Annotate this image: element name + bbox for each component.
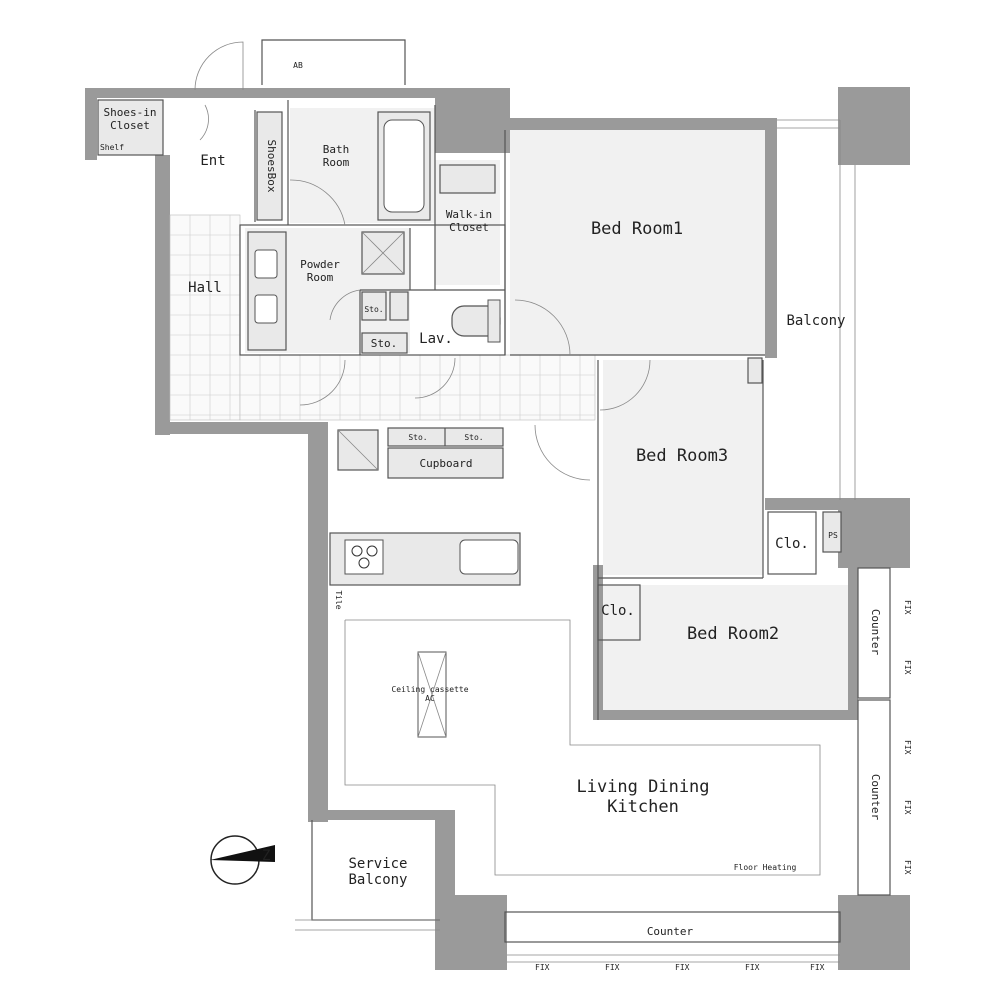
exterior-walls bbox=[85, 87, 910, 970]
column-mid-right bbox=[838, 498, 910, 568]
sto-boxes bbox=[361, 291, 842, 553]
label-fix-bottom-5: FIX bbox=[810, 963, 825, 972]
cupboard-cabinet bbox=[387, 427, 504, 479]
floor-areas bbox=[245, 108, 848, 710]
bed-room-2-floor bbox=[603, 585, 848, 710]
shoes-box-cabinet bbox=[256, 111, 283, 221]
column-bottom-right bbox=[838, 895, 910, 970]
label-counter-upper: Counter bbox=[869, 609, 882, 656]
label-shoes-box: ShoesBox bbox=[265, 140, 278, 193]
label-bed-room-2: Bed Room2 bbox=[687, 624, 779, 644]
washbasin-icon bbox=[247, 231, 287, 351]
walk-in-closet-rack bbox=[439, 164, 496, 194]
svg-text:Z: Z bbox=[262, 848, 270, 864]
toilet-icon bbox=[451, 299, 501, 343]
fridge-box bbox=[337, 429, 379, 471]
label-ab: AB bbox=[293, 61, 303, 70]
label-ent: Ent bbox=[200, 153, 225, 169]
label-fix-right-3: FIX bbox=[903, 740, 912, 755]
label-shelf: Shelf bbox=[100, 143, 124, 152]
label-floor-heating: Floor Heating bbox=[734, 863, 797, 872]
label-fix-bottom-1: FIX bbox=[535, 963, 550, 972]
label-fix-right-5: FIX bbox=[903, 860, 912, 875]
label-fix-right-4: FIX bbox=[903, 800, 912, 815]
label-cupboard: Cupboard bbox=[420, 457, 473, 470]
column-bottom-left bbox=[435, 895, 507, 970]
interior-lines bbox=[239, 39, 891, 963]
label-sto-lower: Sto. bbox=[371, 337, 398, 350]
ceiling-cassette-ac bbox=[417, 651, 447, 738]
label-counter-mid: Counter bbox=[869, 774, 882, 821]
label-clo-left: Clo. bbox=[601, 603, 635, 619]
label-bed-room-3: Bed Room3 bbox=[636, 446, 728, 466]
north-arrow-icon: Z bbox=[210, 835, 275, 885]
shower-drain-icon bbox=[361, 231, 405, 275]
shoes-in-closet-box bbox=[97, 99, 164, 156]
label-sto-left: Sto. bbox=[408, 433, 427, 442]
column-top-right bbox=[838, 87, 910, 165]
sink-icon bbox=[459, 539, 519, 575]
label-sto-small: Sto. bbox=[364, 305, 383, 314]
door-swings bbox=[194, 41, 651, 481]
label-lav: Lav. bbox=[419, 331, 453, 347]
label-balcony: Balcony bbox=[786, 313, 845, 329]
label-fix-bottom-4: FIX bbox=[745, 963, 760, 972]
label-tile: Tile bbox=[334, 590, 343, 609]
label-bed-room-1: Bed Room1 bbox=[591, 219, 683, 239]
label-clo-right: Clo. bbox=[775, 536, 809, 552]
label-hall: Hall bbox=[188, 280, 222, 296]
label-fix-right-1: FIX bbox=[903, 600, 912, 615]
bed-room-1-floor bbox=[510, 130, 765, 355]
label-ps: PS bbox=[828, 531, 838, 540]
bathtub-icon bbox=[377, 111, 431, 221]
label-fix-bottom-3: FIX bbox=[675, 963, 690, 972]
label-counter-bottom: Counter bbox=[647, 925, 694, 938]
label-fix-bottom-2: FIX bbox=[605, 963, 620, 972]
label-fix-right-2: FIX bbox=[903, 660, 912, 675]
bed-room-3-floor bbox=[603, 360, 763, 575]
hall-tile-grid bbox=[169, 214, 596, 421]
label-sto-right: Sto. bbox=[464, 433, 483, 442]
